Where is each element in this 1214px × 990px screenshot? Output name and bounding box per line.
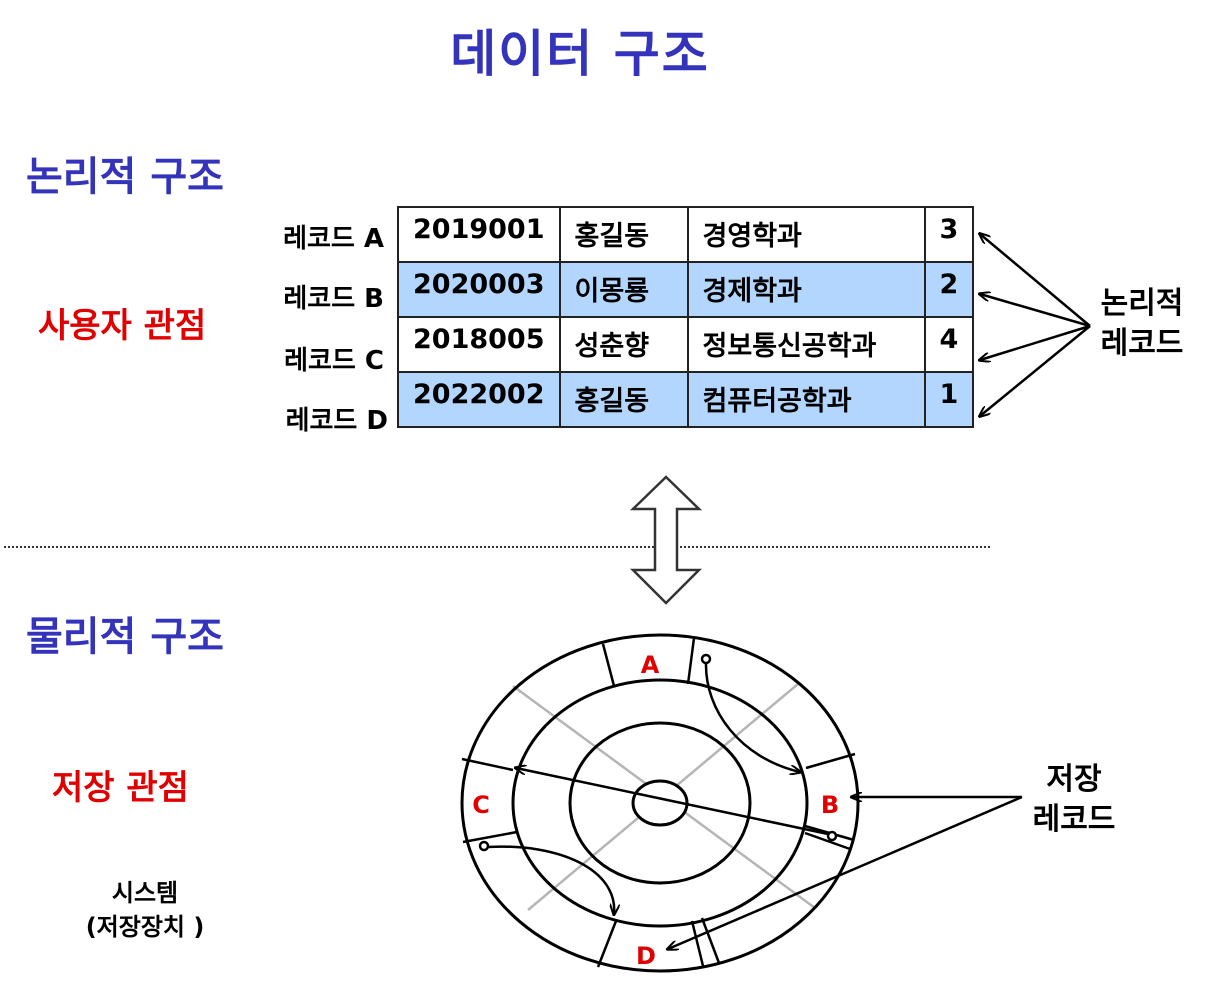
- record-label-d: 레코드 D: [285, 406, 388, 436]
- system-label-line1: 시스템: [111, 879, 179, 907]
- record-pointer-b: [826, 830, 838, 842]
- name-cell: 홍길동: [558, 371, 689, 428]
- pointer-b-to-c: [516, 768, 829, 836]
- logical-record-callout-line1: 논리적: [1100, 286, 1184, 321]
- arrow-to-record-c: [980, 324, 1091, 360]
- student-id-cell: 2022002: [397, 371, 561, 428]
- physical-structure-title: 물리적 구조: [26, 614, 224, 660]
- storage-disk: A B C D: [460, 633, 860, 973]
- record-pointer-c: [478, 840, 490, 852]
- logical-record-arrows: [980, 234, 1091, 416]
- system-label-line2: (저장장치 ): [85, 913, 205, 941]
- record-pointer-a: [700, 653, 712, 665]
- logical-structure-title: 논리적 구조: [26, 154, 224, 200]
- record-label-a: 레코드 A: [283, 224, 384, 254]
- student-id-cell: 2020003: [397, 261, 561, 318]
- arrow-to-sector-d: [668, 795, 1023, 949]
- storage-view-label: 저장 관점: [52, 768, 189, 808]
- storage-record-callout-line2: 레코드: [1032, 802, 1116, 837]
- arrow-to-record-d: [980, 325, 1091, 416]
- logical-record-table: 2019001 홍길동 경영학과 3 2020003 이몽룡 경제학과 2 20…: [397, 206, 975, 428]
- sector-label-b: B: [821, 791, 839, 819]
- record-label-c: 레코드 C: [284, 346, 384, 376]
- table-row: 2020003 이몽룡 경제학과 2: [397, 261, 975, 318]
- sector-d-right-boundary: [690, 920, 705, 967]
- sector-d-right-boundary: [700, 917, 721, 964]
- logical-record-callout: 논리적 레코드: [1082, 284, 1202, 364]
- page-title: 데이터 구조: [450, 25, 710, 83]
- arrow-to-record-b: [980, 294, 1091, 328]
- department-cell: 컴퓨터공학과: [686, 371, 926, 428]
- department-cell: 경영학과: [686, 206, 926, 263]
- arrow-to-record-a: [980, 234, 1091, 327]
- record-label-b: 레코드 B: [283, 284, 384, 314]
- mapping-double-arrow: [629, 475, 703, 605]
- sector-label-c: C: [472, 791, 490, 819]
- section-divider: [4, 546, 990, 548]
- department-cell: 정보통신공학과: [686, 316, 926, 373]
- logical-record-callout-line2: 레코드: [1100, 326, 1184, 361]
- user-view-label: 사용자 관점: [38, 306, 207, 346]
- pointer-c-to-d: [487, 845, 614, 914]
- sector-b-top-boundary: [805, 752, 856, 770]
- disk-inner-track: [568, 721, 752, 885]
- name-cell: 성춘향: [558, 316, 689, 373]
- student-id-cell: 2019001: [397, 206, 561, 263]
- storage-record-arrows: [668, 795, 1023, 949]
- system-label: 시스템 (저장장치 ): [60, 876, 230, 944]
- storage-record-callout-line1: 저장: [1046, 762, 1102, 797]
- disk-outer-track: [460, 633, 860, 973]
- year-cell: 2: [923, 261, 975, 318]
- sector-b-bottom-boundary: [804, 831, 851, 851]
- year-cell: 4: [923, 316, 975, 373]
- storage-record-callout: 저장 레코드: [1014, 760, 1134, 840]
- year-cell: 3: [923, 206, 975, 263]
- table-row: 2018005 성춘향 정보통신공학과 4: [397, 316, 975, 373]
- table-row: 2019001 홍길동 경영학과 3: [397, 206, 975, 263]
- sector-c-top-boundary: [461, 757, 514, 772]
- sector-label-a: A: [641, 651, 660, 679]
- name-cell: 이몽룡: [558, 261, 689, 318]
- name-cell: 홍길동: [558, 206, 689, 263]
- sector-a-right-boundary: [686, 637, 696, 685]
- student-id-cell: 2018005: [397, 316, 561, 373]
- year-cell: 1: [923, 371, 975, 428]
- sector-a-left-boundary: [601, 643, 616, 687]
- sector-label-d: D: [636, 942, 656, 970]
- pointer-a-to-b: [704, 662, 800, 772]
- sector-c-bottom-boundary: [462, 830, 518, 844]
- department-cell: 경제학과: [686, 261, 926, 318]
- disk-middle-track: [511, 678, 809, 928]
- sector-d-left-boundary: [596, 920, 618, 968]
- table-row: 2022002 홍길동 컴퓨터공학과 1: [397, 371, 975, 428]
